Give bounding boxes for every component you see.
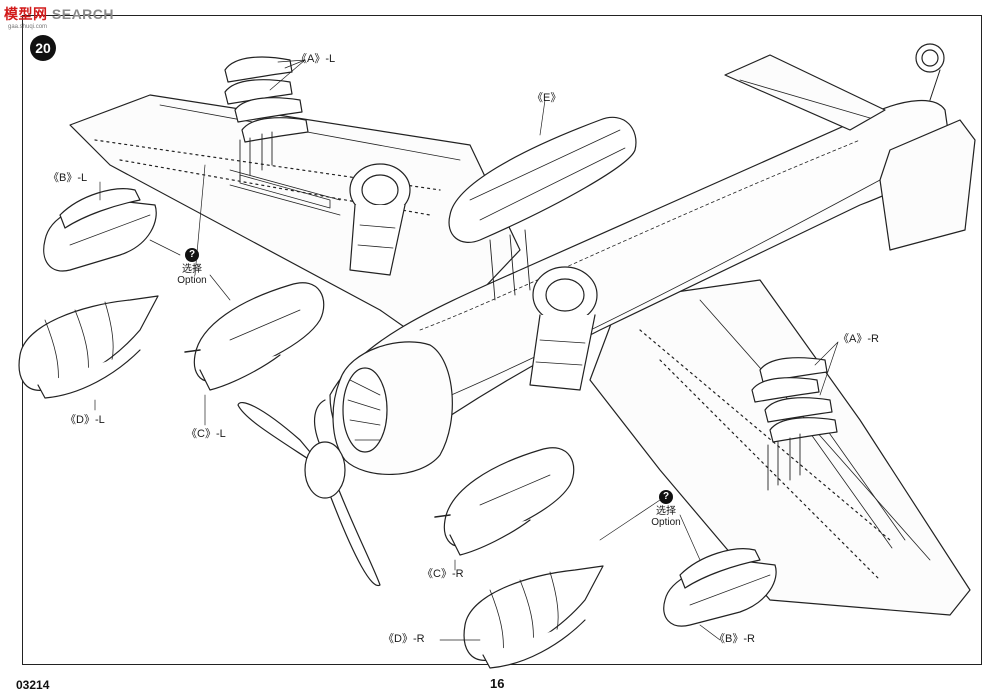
option-marker-left: ? 选择 Option xyxy=(172,248,212,286)
part-e-drop-tank xyxy=(448,116,637,301)
logo-cn-text: 模型网 xyxy=(4,6,48,22)
label-b-left: 《B》-L xyxy=(48,172,88,184)
right-wing xyxy=(589,279,971,616)
label-a-right: 《A》-R xyxy=(838,333,879,345)
option-en-text: Option xyxy=(177,275,207,286)
label-e: 《E》 xyxy=(532,92,562,104)
part-b-right-tank xyxy=(663,548,777,627)
question-icon: ? xyxy=(659,490,673,504)
propeller xyxy=(237,399,381,587)
part-d-right-tank xyxy=(463,565,604,669)
part-b-left-tank xyxy=(43,188,157,272)
label-d-left: 《D》-L xyxy=(65,414,105,426)
label-a-left: 《A》-L xyxy=(296,53,336,65)
logo-url-text: gaa.shuqi.com xyxy=(8,24,48,30)
kit-number: 03214 xyxy=(16,678,50,692)
option-marker-right: ? 选择 Option xyxy=(646,490,686,528)
intake-left xyxy=(349,163,411,276)
intake-right xyxy=(529,266,598,391)
frame-top-line xyxy=(22,15,982,16)
frame-left-line xyxy=(22,15,23,665)
part-c-right-tank xyxy=(434,447,575,556)
option-en-text: Option xyxy=(651,517,681,528)
logo-en-text: SEARCH xyxy=(51,6,115,22)
part-c-left-tank xyxy=(184,282,325,391)
frame-right-line xyxy=(981,15,982,665)
tail-assembly xyxy=(724,43,976,251)
label-b-right: 《B》-R xyxy=(714,633,755,645)
page-number: 16 xyxy=(490,676,505,691)
option-cn-text: 选择 xyxy=(656,506,676,517)
label-c-left: 《C》-L xyxy=(186,428,226,440)
part-a-right-rockets xyxy=(751,357,838,491)
watermark-logo: 模型网 SEARCH xyxy=(4,4,114,24)
part-d-left-tank xyxy=(18,295,159,399)
label-c-right: 《C》-R xyxy=(422,568,464,580)
engine-cowling xyxy=(332,341,453,476)
question-icon: ? xyxy=(185,248,199,262)
label-d-right: 《D》-R xyxy=(383,633,425,645)
option-cn-text: 选择 xyxy=(182,264,202,275)
step-number-badge: 20 xyxy=(30,35,56,61)
